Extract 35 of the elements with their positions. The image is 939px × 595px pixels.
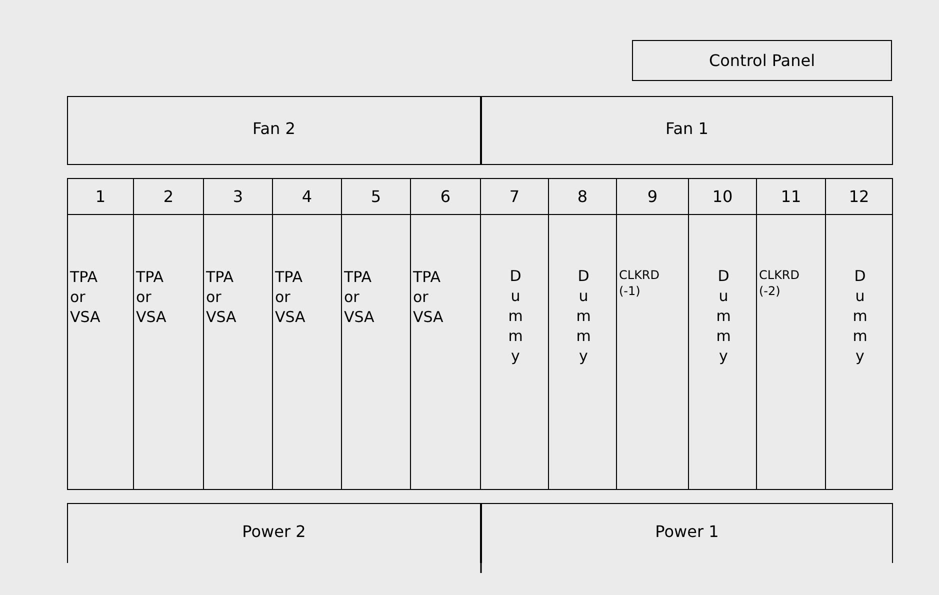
card-label: TPA or VSA bbox=[70, 267, 100, 327]
unit-label: Fan 1 bbox=[664, 119, 710, 138]
card-slot bbox=[616, 178, 688, 490]
unit-label: Control Panel bbox=[708, 51, 816, 70]
card-label: Dummy bbox=[714, 267, 734, 367]
power-supply-box bbox=[67, 503, 481, 563]
card-slot bbox=[548, 178, 616, 490]
card-slot bbox=[410, 178, 480, 490]
card-slot bbox=[756, 178, 825, 490]
card-label: TPA or VSA bbox=[206, 267, 236, 327]
card-slot bbox=[688, 178, 756, 490]
power-supply-box bbox=[481, 503, 893, 563]
card-label: TPA or VSA bbox=[413, 267, 444, 327]
unit-label: Power 2 bbox=[241, 522, 307, 541]
card-slot bbox=[341, 178, 410, 490]
card-slot bbox=[67, 178, 133, 490]
card-label: Dummy bbox=[506, 267, 526, 367]
slot-number: 12 bbox=[826, 179, 892, 215]
card-label: Dummy bbox=[850, 267, 870, 367]
card-label: TPA or VSA bbox=[344, 267, 374, 327]
card-label: CLKRD (-1) bbox=[619, 267, 660, 299]
card-label: Dummy bbox=[574, 267, 594, 367]
unit-label: Fan 2 bbox=[252, 119, 296, 138]
card-slot bbox=[203, 178, 272, 490]
fan-unit-box bbox=[67, 96, 481, 165]
card-slot bbox=[480, 178, 548, 490]
fan-unit-box bbox=[481, 96, 893, 165]
card-label: TPA or VSA bbox=[275, 267, 306, 327]
card-label: TPA or VSA bbox=[136, 267, 166, 327]
card-slot bbox=[825, 178, 893, 490]
control-panel-box bbox=[632, 40, 892, 81]
card-label: CLKRD (-2) bbox=[759, 267, 800, 299]
card-slot bbox=[272, 178, 341, 490]
card-slot bbox=[133, 178, 203, 490]
unit-label: Power 1 bbox=[654, 522, 720, 541]
